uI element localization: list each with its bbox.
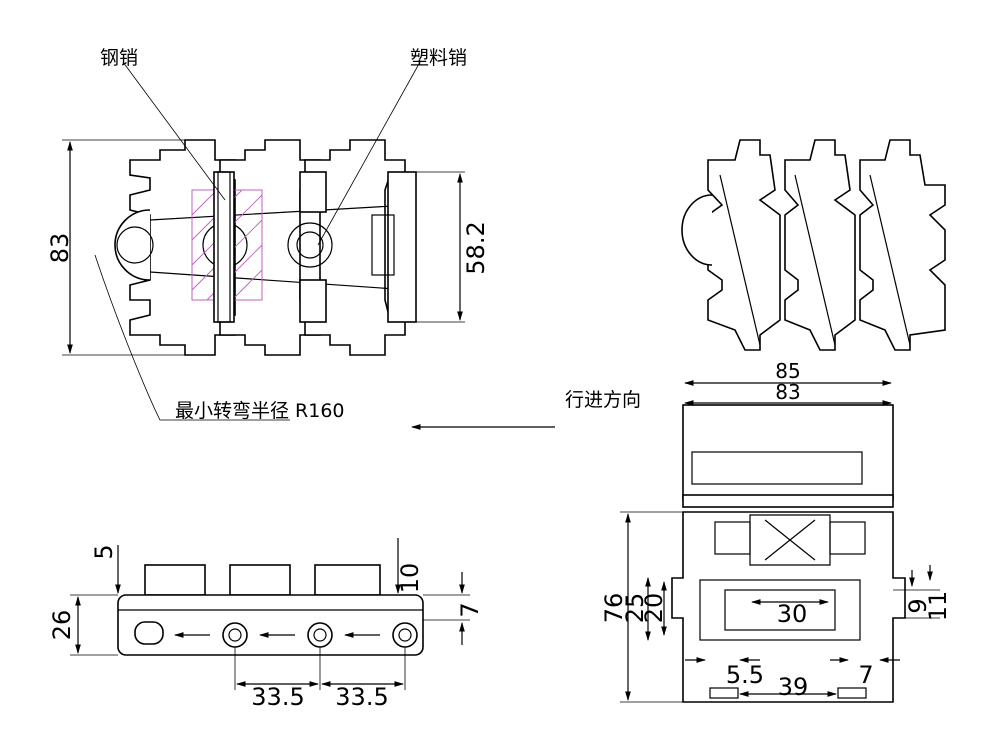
section-channel [699, 579, 861, 641]
dim-20: 20 [640, 593, 668, 624]
top-view [62, 61, 465, 421]
section-plate-base [682, 494, 894, 508]
steel-pin-leader [122, 61, 226, 201]
iso-end-round [681, 194, 713, 266]
plastic-pin-hole [287, 222, 333, 268]
dim-11: 11 [924, 591, 952, 622]
side-view [70, 538, 470, 690]
dim-76: 76 [600, 593, 628, 624]
iso-view [681, 139, 946, 351]
dim-10: 10 [396, 563, 424, 594]
dim-30: 30 [777, 600, 808, 628]
dim-83-horizontal: 83 [775, 380, 800, 404]
dim-58-2: 58.2 [462, 221, 490, 274]
dim-7-side: 7 [456, 602, 484, 617]
cross-section [620, 380, 940, 703]
iso-link-3 [859, 139, 946, 351]
side-block-1 [144, 564, 206, 596]
side-block-2 [229, 564, 291, 596]
min-radius-label: 最小转弯半径 R160 [175, 400, 345, 422]
radius-leader [94, 254, 290, 421]
dim-25: 25 [621, 593, 649, 624]
section-inner-rect [691, 451, 863, 485]
end-round [114, 209, 151, 281]
direction-label: 行进方向 [565, 389, 641, 411]
dim-9: 9 [904, 598, 932, 613]
right-pin [387, 171, 417, 323]
dim-39: 39 [778, 673, 809, 701]
section-frame [671, 511, 906, 703]
side-chain-body [117, 594, 424, 656]
dim-7-section: 7 [858, 661, 873, 689]
steel-pin-label: 钢销 [100, 47, 138, 69]
dim-26: 26 [48, 610, 76, 641]
dim-5-5: 5.5 [726, 661, 764, 689]
side-pin-2 [307, 622, 333, 648]
side-block-3 [314, 564, 381, 596]
dim-85: 85 [775, 359, 800, 383]
steel-pin-rod [213, 171, 235, 323]
side-slot-left [134, 621, 164, 645]
side-pin-1 [222, 622, 248, 648]
plastic-pin-bottom [299, 279, 327, 323]
plastic-pin [296, 231, 324, 259]
pin-hole-left [116, 226, 154, 264]
iso-link-2 [784, 139, 856, 351]
section-link-block [749, 514, 831, 566]
taper-line-bottom [149, 271, 411, 291]
taper-line-top [149, 204, 411, 221]
dim-5: 5 [90, 544, 118, 559]
dim-pitch-2: 33.5 [335, 683, 388, 711]
iso-link-1 [707, 139, 781, 351]
plastic-pin-top [299, 171, 327, 213]
dim-83-vertical: 83 [46, 233, 74, 264]
side-pin-3 [392, 622, 418, 648]
dim-pitch-1: 33.5 [251, 683, 304, 711]
plastic-pin-leader [317, 61, 421, 246]
plastic-pin-label: 塑料销 [410, 47, 467, 69]
